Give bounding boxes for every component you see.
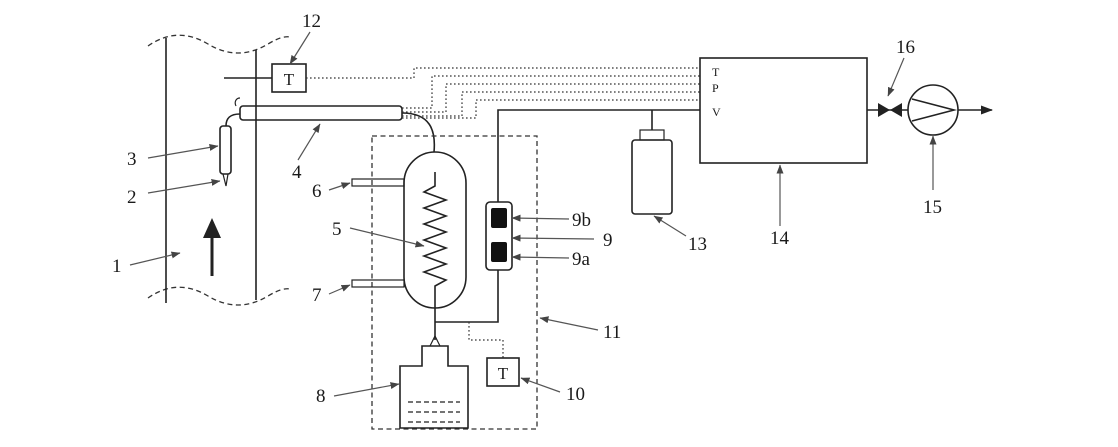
sampling-probe [219, 113, 241, 187]
label-3: 3 [127, 149, 137, 170]
pump-icon [907, 84, 959, 136]
label-9b: 9b [572, 210, 591, 231]
label-6: 6 [312, 181, 322, 202]
label-9: 9 [603, 230, 613, 251]
label-8: 8 [316, 386, 326, 407]
label-13: 13 [688, 234, 707, 255]
label-1: 1 [112, 256, 122, 277]
sensor-12-letter: T [284, 70, 295, 89]
label-15: 15 [923, 197, 942, 218]
controller [699, 57, 868, 164]
bowtie-valve-icon [878, 103, 902, 117]
label-7: 7 [312, 285, 322, 306]
sensor-10-letter: T [498, 364, 509, 383]
drying-column [631, 110, 673, 215]
up-arrow-icon [203, 218, 221, 276]
label-10: 10 [566, 384, 585, 405]
port-t-label: T [712, 65, 720, 79]
filter-holder-9 [485, 201, 513, 271]
coolant-inlet-6 [351, 178, 405, 187]
label-2: 2 [127, 187, 137, 208]
cooling-enclosure [371, 135, 538, 430]
condenser [403, 151, 467, 309]
filter-9b [491, 208, 507, 228]
heated-line [239, 105, 403, 121]
label-12: 12 [302, 11, 321, 32]
label-14: 14 [770, 228, 790, 249]
label-4: 4 [292, 162, 302, 183]
label-16: 16 [896, 37, 915, 58]
coolant-outlet-7 [351, 279, 405, 288]
label-5: 5 [332, 219, 342, 240]
label-9a: 9a [572, 249, 591, 270]
temperature-sensor-12: T [224, 63, 307, 93]
condensate-flask [399, 334, 469, 429]
port-p-label: P [712, 81, 719, 95]
label-11: 11 [603, 322, 621, 343]
port-v-label: V [712, 105, 721, 119]
filter-9a [491, 242, 507, 262]
temperature-sensor-10: T [468, 322, 520, 387]
duct [147, 34, 291, 306]
